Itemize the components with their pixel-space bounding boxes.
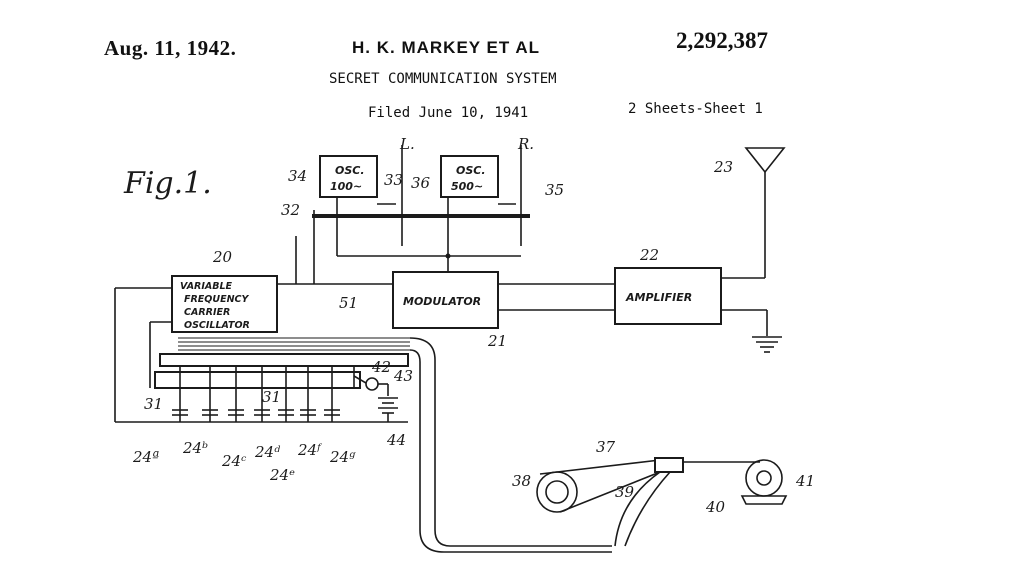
carrier-label-4: OSCILLATOR [184,320,250,331]
carrier-oscillator-block [171,275,278,333]
ref-37: 37 [596,438,616,456]
amplifier-block [614,267,722,325]
ref-23: 23 [713,158,733,176]
carrier-label-1: VARIABLE [180,281,233,292]
contact-bar [159,353,409,367]
figure-label: Fig.1. [123,166,212,201]
ground-icon [752,336,782,353]
paper-strip-bottom [559,471,661,513]
ref-38: 38 [512,472,531,490]
reference-numerals: 34 33 36 35 32 23 20 22 51 21 42 43 31 3… [132,135,815,516]
capacitor-bank [172,366,355,422]
reader-fan-2 [624,471,671,547]
ref-20: 20 [212,248,233,266]
switch-label-right: R. [517,135,534,153]
motor-base-40 [740,495,788,505]
lamp-lead [353,375,367,384]
ref-24f: 24ᶠ [297,441,322,459]
motor-41-icon [745,459,783,497]
osc1-label-1: OSC. [335,164,365,177]
tube-outer [409,337,612,547]
patent-inventors: H. K. MARKEY ET AL [352,38,541,57]
ref-41: 41 [795,472,815,490]
oscillator-100-block [319,155,378,198]
ref-36: 36 [411,174,431,192]
osc2-label-2: 500~ [451,180,483,193]
osc1-label-2: 100~ [330,180,362,193]
junction-dot [445,253,451,259]
roll-38-hub [545,480,569,504]
ref-39: 39 [615,483,635,501]
ref-34: 34 [288,167,307,185]
ref-24e: 24ᵉ [269,466,295,484]
tube-inner [409,349,612,553]
ref-35: 35 [545,181,564,199]
ref-40: 40 [705,498,726,516]
modulator-label: MODULATOR [403,295,481,308]
ref-44: 44 [386,431,406,449]
sheet-count: 2 Sheets-Sheet 1 [628,101,763,117]
paper-strip-top [539,459,661,475]
patent-title: SECRET COMMUNICATION SYSTEM [329,71,557,87]
carrier-label-3: CARRIER [184,307,230,318]
ref-24g: 24ᵍ [329,448,356,466]
carrier-label-2: FREQUENCY [184,294,249,305]
ref-43: 43 [393,367,413,385]
ref-42: 42 [371,358,391,376]
amplifier-label: AMPLIFIER [625,291,692,304]
osc2-label-1: OSC. [456,164,486,177]
reader-fan [614,471,661,547]
patent-number: 2,292,387 [676,28,768,53]
ref-51: 51 [339,294,358,312]
roll-38-icon [536,471,578,513]
ref-24a: 24ª [132,448,159,466]
ref-24d: 24ᵈ [254,443,280,461]
ref-24b: 24ᵇ [182,439,208,457]
lamp-icon [365,377,379,391]
ref-32: 32 [281,201,300,219]
ref-22: 22 [639,246,659,264]
motor-hub [756,470,772,486]
ref-31-b: 31 [262,388,281,406]
modulator-block [392,271,499,329]
antenna-icon [744,147,786,174]
ref-24c: 24ᶜ [221,452,246,470]
reader-head-39 [654,457,684,473]
switch-label-left: L. [399,135,415,153]
contact-block [154,371,361,389]
ref-21: 21 [487,332,507,350]
filing-date: Filed June 10, 1941 [368,105,529,121]
patent-date: Aug. 11, 1942. [104,36,237,60]
oscillator-500-block [440,155,499,198]
battery-icon [378,397,398,414]
ref-33: 33 [384,171,403,189]
ref-31-a: 31 [144,395,163,413]
ribbon-cable [178,337,410,351]
